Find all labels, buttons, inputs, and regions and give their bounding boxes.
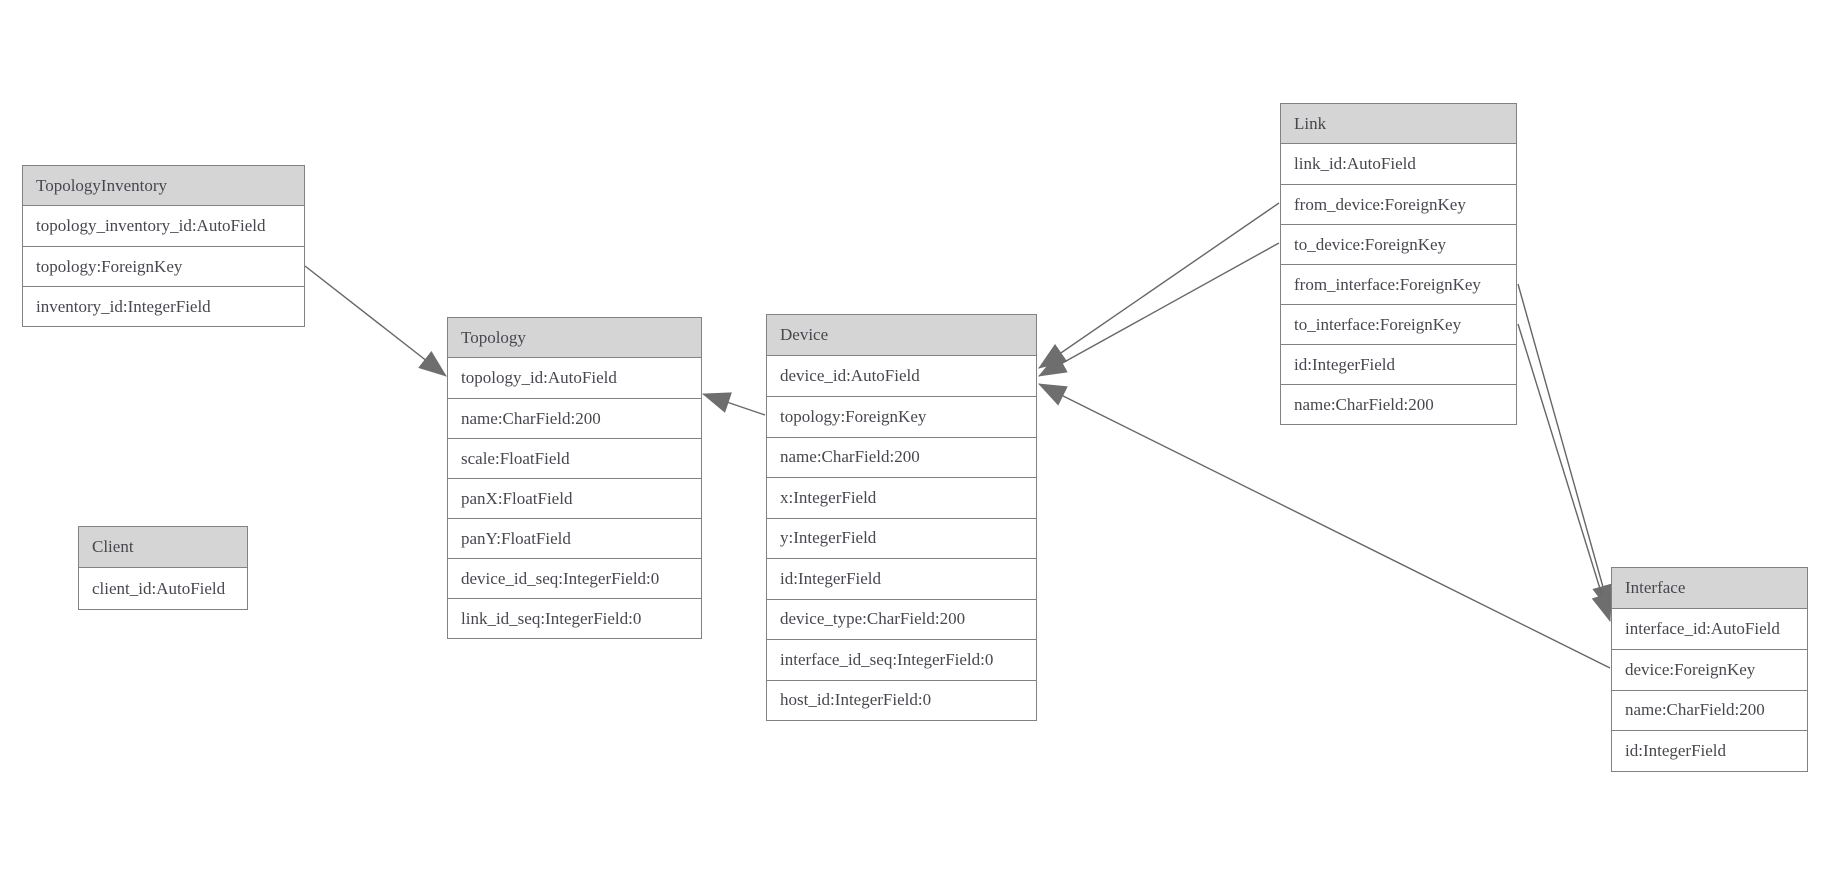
field-client_id: client_id:AutoField bbox=[79, 568, 247, 609]
field-interface_id: interface_id:AutoField bbox=[1612, 608, 1807, 649]
field-topology-fk: topology:ForeignKey bbox=[767, 396, 1036, 437]
entity-interface-title: Interface bbox=[1612, 568, 1807, 609]
field-pany: panY:FloatField bbox=[448, 518, 701, 558]
field-name: name:CharField:200 bbox=[448, 398, 701, 438]
field-topology-fk: topology:ForeignKey bbox=[23, 246, 304, 286]
entity-client-title: Client bbox=[79, 527, 247, 568]
entity-interface: Interface interface_id:AutoField device:… bbox=[1611, 567, 1808, 772]
entity-topologyinventory-title: TopologyInventory bbox=[23, 166, 304, 206]
field-to_interface: to_interface:ForeignKey bbox=[1281, 304, 1516, 344]
field-device_type: device_type:CharField:200 bbox=[767, 598, 1036, 639]
field-host_id: host_id:IntegerField:0 bbox=[767, 679, 1036, 720]
field-device-fk: device:ForeignKey bbox=[1612, 649, 1807, 690]
field-id: id:IntegerField bbox=[767, 558, 1036, 599]
field-topology_id: topology_id:AutoField bbox=[448, 358, 701, 398]
field-device_id_seq: device_id_seq:IntegerField:0 bbox=[448, 558, 701, 598]
entity-link: Link link_id:AutoField from_device:Forei… bbox=[1280, 103, 1517, 425]
edge-link-to_device-to-device bbox=[1038, 242, 1280, 377]
field-panx: panX:FloatField bbox=[448, 478, 701, 518]
field-from_device: from_device:ForeignKey bbox=[1281, 184, 1516, 224]
field-y: y:IntegerField bbox=[767, 517, 1036, 558]
field-id: id:IntegerField bbox=[1612, 730, 1807, 771]
edge-topologyinventory-topology-to-topology bbox=[304, 265, 447, 377]
entity-topology: Topology topology_id:AutoField name:Char… bbox=[447, 317, 702, 639]
edge-link-to_interface-to-interface bbox=[1517, 323, 1613, 623]
field-name: name:CharField:200 bbox=[767, 436, 1036, 477]
entity-device: Device device_id:AutoField topology:Fore… bbox=[766, 314, 1037, 721]
edge-device-topology-to-topology bbox=[701, 392, 766, 416]
entity-topologyinventory: TopologyInventory topology_inventory_id:… bbox=[22, 165, 305, 327]
edge-link-from_device-to-device bbox=[1038, 202, 1280, 369]
field-from_interface: from_interface:ForeignKey bbox=[1281, 264, 1516, 304]
field-link_id_seq: link_id_seq:IntegerField:0 bbox=[448, 598, 701, 638]
field-name: name:CharField:200 bbox=[1281, 384, 1516, 424]
field-interface_id_seq: interface_id_seq:IntegerField:0 bbox=[767, 639, 1036, 680]
entity-device-title: Device bbox=[767, 315, 1036, 356]
field-name: name:CharField:200 bbox=[1612, 689, 1807, 730]
field-topology_inventory_id: topology_inventory_id:AutoField bbox=[23, 206, 304, 246]
edge-link-from_interface-to-interface bbox=[1517, 283, 1614, 614]
entity-topology-title: Topology bbox=[448, 318, 701, 358]
field-id: id:IntegerField bbox=[1281, 344, 1516, 384]
field-scale: scale:FloatField bbox=[448, 438, 701, 478]
edge-interface-device-to-device bbox=[1038, 383, 1611, 669]
entity-link-title: Link bbox=[1281, 104, 1516, 144]
field-to_device: to_device:ForeignKey bbox=[1281, 224, 1516, 264]
field-x: x:IntegerField bbox=[767, 477, 1036, 518]
field-link_id: link_id:AutoField bbox=[1281, 144, 1516, 184]
field-device_id: device_id:AutoField bbox=[767, 355, 1036, 396]
field-inventory_id: inventory_id:IntegerField bbox=[23, 286, 304, 326]
entity-client: Client client_id:AutoField bbox=[78, 526, 248, 610]
